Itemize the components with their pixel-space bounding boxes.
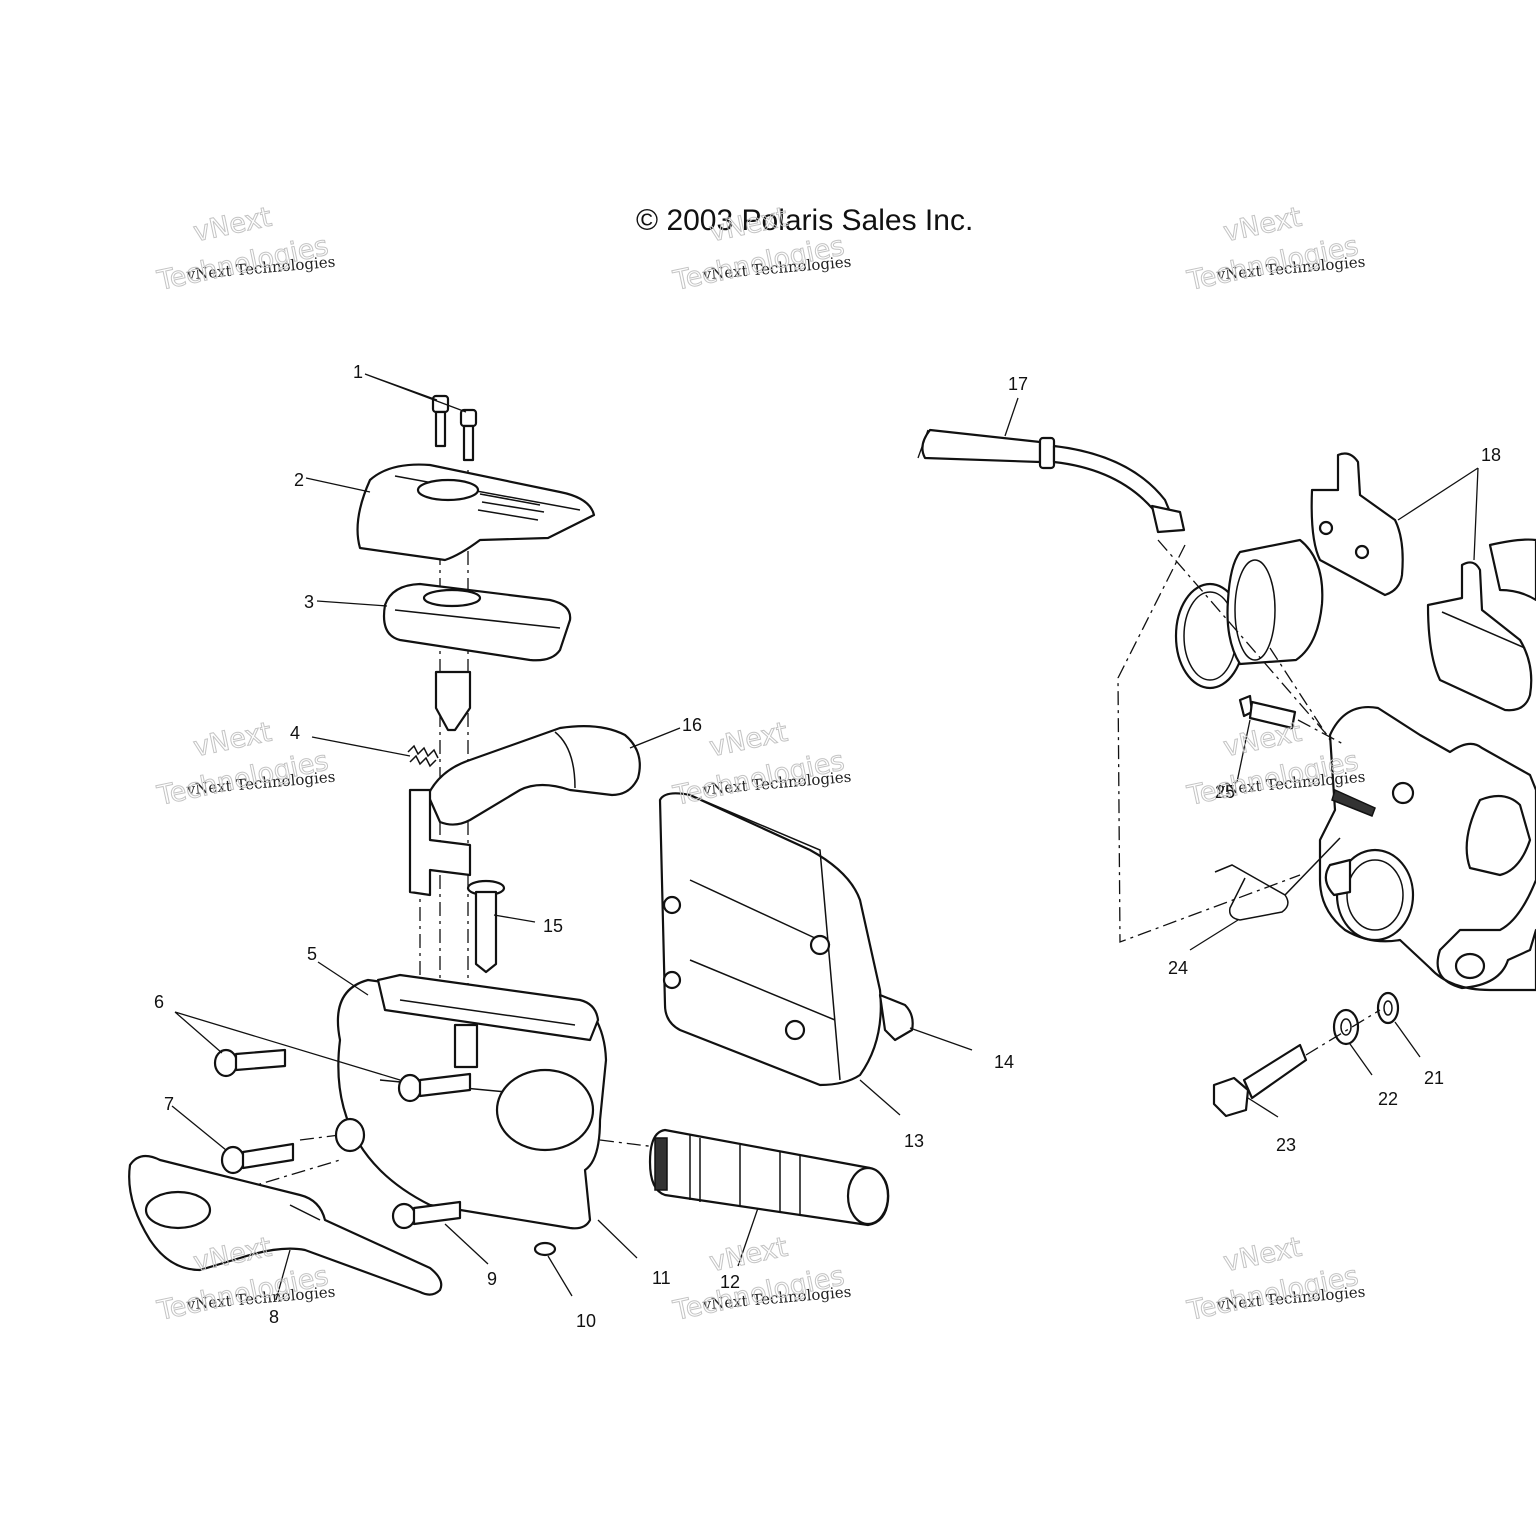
svg-text:Technologies: Technologies [670, 1260, 847, 1327]
part-7-screw [220, 1142, 295, 1175]
lever-bracket [408, 788, 472, 897]
centerline-piston [1269, 647, 1331, 741]
copyright-text: © 2003 Polaris Sales Inc. [636, 204, 973, 237]
watermark-bottom-center: vNext vNext Technologies Technologies [670, 1231, 852, 1327]
centerline-lever [239, 1159, 341, 1191]
svg-text:vNext: vNext [1221, 1232, 1305, 1279]
watermark-top-left: vNext vNext Technologies Technologies [154, 201, 336, 297]
part-21-washer [1376, 991, 1400, 1025]
caliper-kit-outline [1117, 544, 1301, 943]
part-4-spring [407, 744, 439, 768]
callout-3: 3 [304, 592, 314, 612]
svg-text:Technologies: Technologies [154, 745, 331, 812]
svg-text:Technologies: Technologies [154, 1260, 331, 1327]
callout-22: 22 [1378, 1089, 1398, 1109]
callout-5: 5 [307, 944, 317, 964]
watermark-top-right: vNext vNext Technologies Technologies [1184, 201, 1366, 297]
callout-18: 18 [1481, 445, 1501, 465]
callout-17: 17 [1008, 374, 1028, 394]
callout-15: 15 [543, 916, 563, 936]
part-23-bolt [1212, 1043, 1308, 1118]
part-2-reservoir-cover [356, 463, 596, 562]
part-5-cylinder-body [334, 973, 608, 1230]
svg-text:Technologies: Technologies [1184, 1260, 1361, 1327]
watermark-mid-left: vNext vNext Technologies Technologies [154, 716, 336, 812]
svg-text:vNext: vNext [707, 1232, 791, 1279]
callout-16: 16 [682, 715, 702, 735]
callout-8: 8 [269, 1307, 279, 1327]
callout-9: 9 [487, 1269, 497, 1289]
part-6-screws [213, 1048, 472, 1103]
leader-lines-right [1004, 397, 1479, 1118]
centerline-bleeder [1297, 719, 1346, 746]
part-12-piston [648, 1128, 890, 1227]
callout-2: 2 [294, 470, 304, 490]
part-18-brake-pads [1310, 452, 1536, 712]
svg-text:Technologies: Technologies [1184, 230, 1361, 297]
svg-text:vNext: vNext [1221, 202, 1305, 249]
part-8-brake-lever [128, 1154, 443, 1296]
callout-7: 7 [164, 1094, 174, 1114]
part-15-pivot-pin [466, 879, 506, 974]
svg-text:Technologies: Technologies [670, 745, 847, 812]
callout-25: 25 [1215, 782, 1235, 802]
svg-text:Technologies: Technologies [670, 230, 847, 297]
master-cylinder-assembly [128, 373, 973, 1301]
part-22-washer [1332, 1008, 1360, 1046]
svg-text:vNext: vNext [191, 717, 275, 764]
caliper-body [1318, 706, 1536, 992]
part-1-screws [431, 394, 478, 462]
svg-text:vNext: vNext [191, 202, 275, 249]
callout-12: 12 [720, 1272, 740, 1292]
centerline-seal [1157, 539, 1329, 737]
part-17-brake-hose [917, 428, 1186, 534]
leader-lines-left [171, 373, 973, 1301]
callout-10: 10 [576, 1311, 596, 1331]
part-10-clip [533, 1241, 557, 1257]
svg-text:vNext: vNext [707, 717, 791, 764]
callout-13: 13 [904, 1131, 924, 1151]
callout-14: 14 [994, 1052, 1014, 1072]
part-3-diaphragm [382, 582, 572, 662]
part-24-retaining-pin [1214, 837, 1341, 921]
callout-24: 24 [1168, 958, 1188, 978]
callout-6: 6 [154, 992, 164, 1012]
watermark-bottom-right: vNext vNext Technologies Technologies [1184, 1231, 1366, 1327]
part-14-boot [878, 993, 914, 1042]
reservoir-float [434, 670, 472, 732]
callout-4: 4 [290, 723, 300, 743]
callout-1: 1 [353, 362, 363, 382]
callout-21: 21 [1424, 1068, 1444, 1088]
part-9-screw [391, 1200, 462, 1230]
part-25-bleeder-valve [1238, 694, 1297, 730]
svg-text:vNext: vNext [1221, 717, 1305, 764]
caliper-piston [1226, 538, 1324, 666]
caliper-assembly [917, 397, 1536, 1118]
part-13-reservoir-housing [658, 792, 882, 1087]
part-16-lever-guard [426, 725, 641, 826]
callout-11: 11 [652, 1268, 671, 1288]
callout-23: 23 [1276, 1135, 1296, 1155]
svg-text:Technologies: Technologies [154, 230, 331, 297]
callout-labels: 1 2 3 4 5 6 7 8 9 10 11 12 13 14 15 16 1… [154, 362, 1501, 1331]
